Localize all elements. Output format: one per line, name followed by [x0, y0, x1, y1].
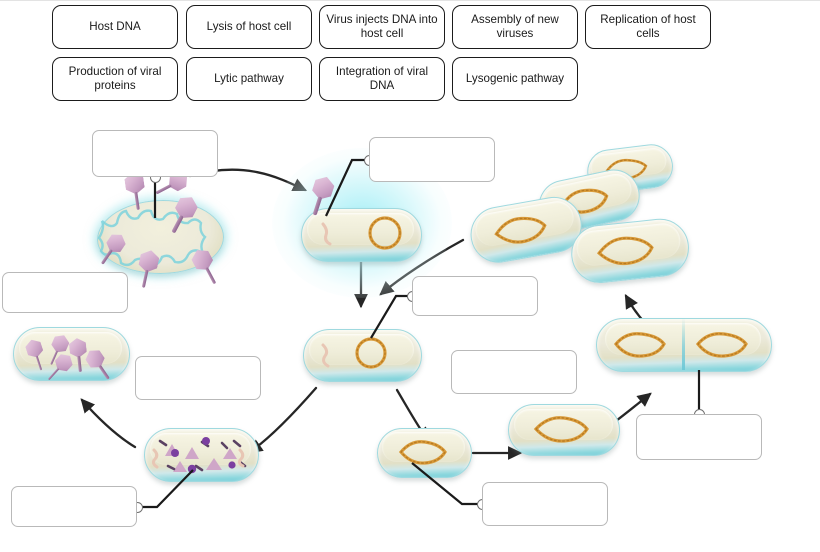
cell-lysing [97, 200, 224, 274]
cell-prophage [377, 428, 472, 478]
drop-replication[interactable] [636, 414, 762, 460]
chip-viral-proteins[interactable]: Production of viral proteins [52, 57, 178, 101]
chip-lysis[interactable]: Lysis of host cell [186, 5, 312, 49]
drop-injection[interactable] [369, 137, 495, 182]
drop-lysogenic-path[interactable] [451, 350, 577, 394]
cell-colony-3 [466, 192, 587, 268]
chip-injects[interactable]: Virus injects DNA into host cell [319, 5, 445, 49]
top-divider [0, 0, 820, 1]
cell-assembled-phages [13, 327, 130, 381]
chip-host-dna[interactable]: Host DNA [52, 5, 178, 49]
division-septum [681, 318, 685, 370]
chip-integration[interactable]: Integration of viral DNA [319, 57, 445, 101]
cell-dividing [596, 318, 772, 372]
chip-lytic[interactable]: Lytic pathway [186, 57, 312, 101]
chip-assembly[interactable]: Assembly of new viruses [452, 5, 578, 49]
drop-lytic-pathway[interactable] [135, 356, 261, 400]
drop-lysis-top[interactable] [92, 130, 218, 177]
cell-viral-components [144, 428, 259, 482]
drop-integration[interactable] [482, 482, 608, 526]
cell-phage-dna-host-dna [303, 329, 422, 382]
drop-viral-proteins[interactable] [11, 486, 137, 527]
lysing-cell-body [97, 200, 224, 274]
chip-lysogenic[interactable]: Lysogenic pathway [452, 57, 578, 101]
cell-infected-glow [301, 208, 422, 262]
drop-new-virions[interactable] [2, 272, 128, 313]
cell-integrated-prophage [508, 404, 620, 456]
drop-host-dna[interactable] [412, 276, 538, 316]
chip-replication[interactable]: Replication of host cells [585, 5, 711, 49]
